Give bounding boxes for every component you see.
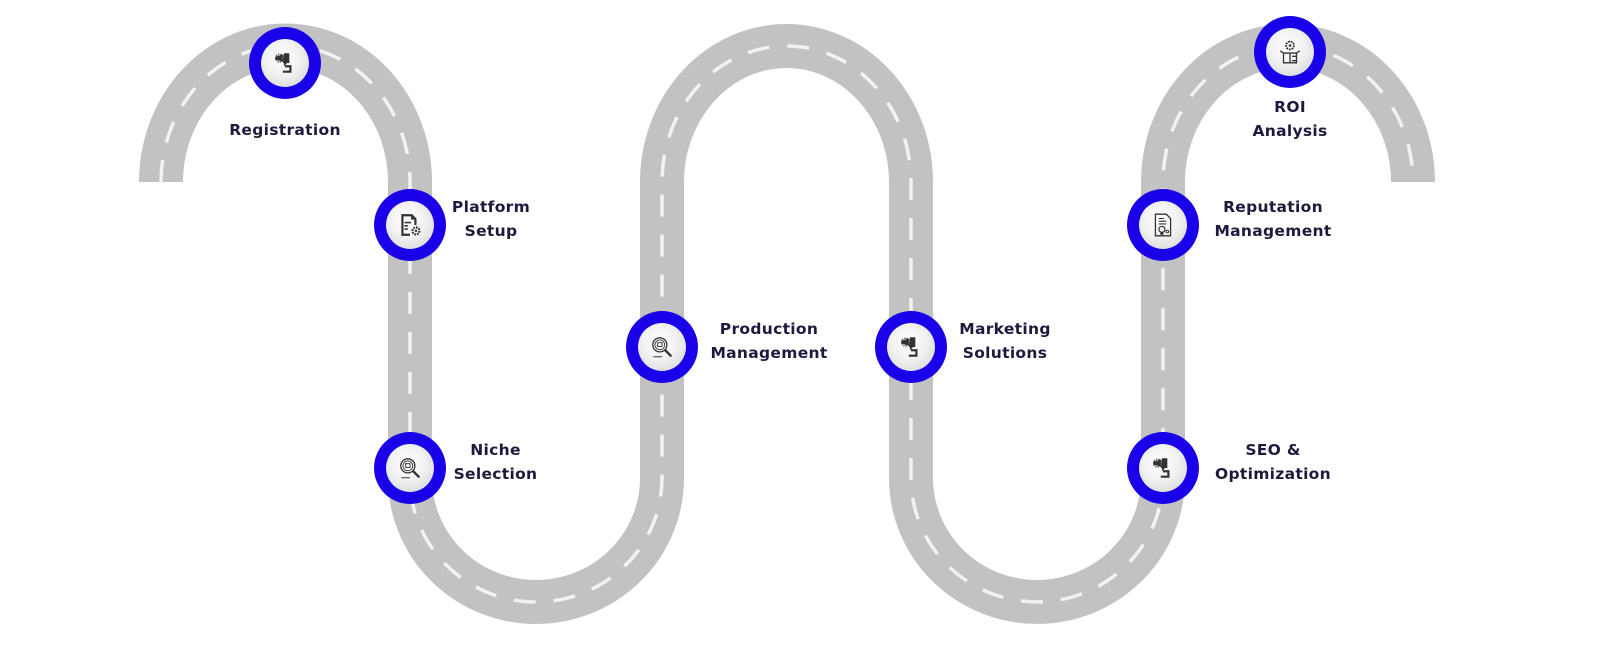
step-node-registration [249, 27, 321, 99]
step-node-platform-setup [374, 189, 446, 261]
search-product-icon [386, 444, 434, 492]
label-line: Niche [470, 441, 521, 459]
road-lane-markings [159, 43, 1415, 604]
step-label-reputation-management: Reputation Management [1210, 195, 1336, 243]
step-label-roi-analysis: ROI Analysis [1240, 95, 1340, 143]
step-label-niche-selection: Niche Selection [448, 438, 543, 486]
step-label-platform-setup: Platform Setup [446, 195, 536, 243]
label-line: Optimization [1215, 465, 1331, 483]
step-node-marketing-solutions [875, 311, 947, 383]
label-line: Production [719, 320, 819, 338]
label-line: ROI [1274, 98, 1306, 116]
label-line: Reputation [1223, 198, 1323, 216]
megaphone-hand-icon [887, 323, 935, 371]
step-node-seo-optimization [1127, 432, 1199, 504]
step-node-niche-selection [374, 432, 446, 504]
step-node-roi-analysis [1254, 16, 1326, 88]
step-label-production-management: Production Management [706, 317, 832, 365]
step-label-registration: Registration [225, 118, 345, 142]
label-line: Management [1214, 222, 1332, 240]
step-label-marketing-solutions: Marketing Solutions [955, 317, 1055, 365]
label-line: Selection [453, 465, 538, 483]
gear-box-icon [1266, 28, 1314, 76]
label-line: Platform [451, 198, 531, 216]
megaphone-hand-icon [261, 39, 309, 87]
certificate-bulb-icon [1139, 201, 1187, 249]
label-line: Setup [464, 222, 518, 240]
label-line: Analysis [1252, 122, 1328, 140]
label-line: Management [710, 344, 828, 362]
step-node-production-management [626, 311, 698, 383]
megaphone-hand-icon [1139, 444, 1187, 492]
step-label-seo-optimization: SEO & Optimization [1210, 438, 1336, 486]
label-line: Solutions [962, 344, 1048, 362]
search-product-icon [638, 323, 686, 371]
label-line: Marketing [959, 320, 1051, 338]
step-node-reputation-management [1127, 189, 1199, 261]
document-gear-icon [386, 201, 434, 249]
label-line: Registration [229, 121, 341, 139]
label-line: SEO & [1245, 441, 1301, 459]
